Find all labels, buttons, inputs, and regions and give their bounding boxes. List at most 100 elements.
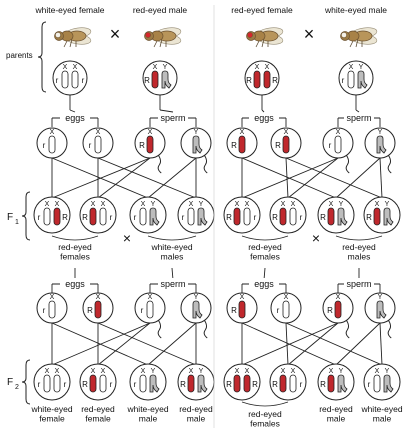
y-chromosome [337,207,348,226]
allele-r: r [254,213,257,222]
f2-eggs-bar-label: eggs [254,279,274,289]
parent-link [355,109,360,113]
y-chromosome [197,207,208,226]
x-chromosome-label: X [189,368,194,375]
allele-r: r [342,76,345,85]
f1-offspring-cell: XrY [177,196,215,234]
y-chromosome [197,374,208,393]
y-chromosome-label: Y [378,129,383,136]
allele-R: R [366,213,372,222]
cell-outline [33,363,71,401]
allele-R: R [320,380,326,389]
f1-cross-symbol: × [123,230,131,246]
f1-group-label-line: white-eyed [150,242,192,252]
row-label-f1-sub: 1 [15,219,19,226]
allele-r: r [368,380,371,389]
x-chromosome-label: X [63,64,68,71]
parent-cell-male: XRY [142,60,178,96]
f2-eggs-bar: eggs [241,278,287,293]
allele-r: r [110,380,113,389]
x-chromosome-label: X [336,294,341,301]
x-chromosome [71,70,79,89]
red-eyed-fly [246,27,284,48]
x-chromosome [48,300,56,319]
x-chromosome [279,207,287,226]
allele-R: R [275,141,281,150]
f1-group-brace [147,235,197,241]
x-chromosome-label: X [245,201,250,208]
x-chromosome-label: X [284,129,289,136]
fertilization-line [285,322,383,366]
y-chromosome-label: Y [385,368,390,375]
f1-offspring-cell: XRY [363,196,401,234]
x-chromosome-label: X [101,201,106,208]
sperm-tail [203,319,208,339]
allele-R: R [62,213,68,222]
fertilization-line [97,157,197,199]
f1-offspring-cell: XrY [129,196,167,234]
sperm-tail [387,154,392,174]
fertilization-line [241,157,337,199]
f2-egg-cell: Xr [36,292,68,324]
x-chromosome [334,300,342,319]
x-chromosome-label: X [281,368,286,375]
fertilization-line [97,322,151,366]
x-chromosome-label: X [255,64,260,71]
cell-outline [223,196,261,234]
allele-R: R [252,380,258,389]
f2-eggs-bar: eggs [51,278,99,293]
x-chromosome-label: X [349,64,354,71]
sperm-tail [345,319,350,339]
f2-egg-cell: XR [82,292,114,324]
gamete-label-bg [344,112,374,123]
x-chromosome [238,300,246,319]
row-label-f1-letter: F [7,212,13,223]
gamete-label-bg [158,112,188,123]
f1-offspring-cell: XRY [317,196,355,234]
x-chromosome-label: X [148,129,153,136]
fertilization-line [287,157,339,199]
parent-label: red-eyed female [231,5,293,15]
fly-eye [55,32,61,38]
x-chromosome-label: X [281,201,286,208]
y-chromosome [376,135,387,154]
x-chromosome-label: X [45,368,50,375]
x-chromosome [279,374,287,393]
allele-r: r [43,141,46,150]
f2-offspring-label-line: white-eyed [360,404,402,414]
x-chromosome [53,207,61,226]
x-chromosome [282,300,290,319]
x-chromosome [99,207,107,226]
row-label-f2-sub: 2 [15,384,19,391]
x-chromosome-label: X [55,368,60,375]
allele-r: r [277,306,280,315]
x-chromosome [53,374,61,393]
sperm-tail [157,319,162,339]
x-chromosome-label: X [336,129,341,136]
x-chromosome [373,207,381,226]
fertilization-line [51,157,149,199]
x-chromosome [48,135,56,154]
allele-R: R [231,141,237,150]
parent-link [159,109,174,113]
x-chromosome-label: X [240,294,245,301]
row-label-f2-letter: F [7,377,13,388]
allele-r: r [110,213,113,222]
cell-outline [79,363,117,401]
fertilization-line [335,157,381,199]
y-chromosome-label: Y [194,294,199,301]
fertilization-line [379,157,383,199]
x-chromosome-label: X [329,201,334,208]
f2-offspring-cell: XrY [363,363,401,401]
f2-group-label-line: females [250,419,280,429]
f1-group-label-line: red-eyed [342,242,376,252]
x-chromosome-label: X [329,368,334,375]
allele-R: R [87,306,93,315]
allele-r: r [38,213,41,222]
